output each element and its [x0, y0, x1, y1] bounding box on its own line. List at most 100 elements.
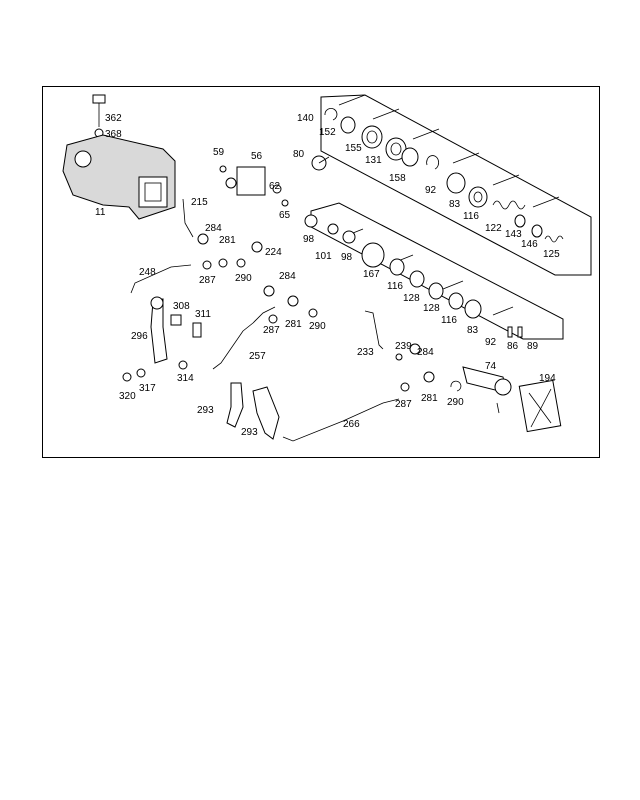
lever-101-icon — [327, 223, 339, 235]
label-320: 320 — [119, 391, 136, 402]
label-368: 368 — [105, 129, 122, 140]
label-257: 257 — [249, 351, 266, 362]
label-287b: 287 — [263, 325, 280, 336]
diagram-frame: 362 368 11 59 56 62 65 80 215 284 281 22… — [42, 86, 600, 458]
label-284a: 284 — [205, 223, 222, 234]
label-215: 215 — [191, 197, 208, 208]
lever-98b-icon — [342, 230, 356, 244]
label-92b: 92 — [485, 337, 497, 348]
label-167: 167 — [363, 269, 380, 280]
gaiter-194-icon — [518, 379, 562, 433]
label-194: 194 — [539, 373, 556, 384]
label-56: 56 — [251, 151, 263, 162]
ring-143-icon — [514, 214, 526, 228]
label-239: 239 — [395, 341, 412, 352]
label-287a: 287 — [199, 275, 216, 286]
label-266: 266 — [343, 419, 360, 430]
lower-tray-parts — [304, 214, 523, 338]
label-311: 311 — [195, 309, 211, 320]
lever-98-icon — [304, 214, 318, 228]
spring-125-icon — [544, 235, 564, 243]
label-308: 308 — [173, 301, 190, 312]
label-317: 317 — [139, 383, 156, 394]
label-65: 65 — [279, 210, 291, 221]
label-146: 146 — [521, 239, 538, 250]
bearing-83b-icon — [464, 299, 482, 319]
key-80 — [311, 155, 330, 171]
part-number-labels: 362 368 11 59 56 62 65 80 215 284 281 22… — [95, 113, 560, 438]
label-62: 62 — [269, 181, 281, 192]
bracket-assembly — [219, 165, 289, 207]
ring-116c-icon — [448, 292, 464, 310]
label-122: 122 — [485, 223, 502, 234]
label-125: 125 — [543, 249, 560, 260]
label-293b: 293 — [241, 427, 258, 438]
upper-tray-parts — [324, 107, 564, 243]
label-290c: 290 — [447, 397, 464, 408]
rod-248-icon — [130, 264, 192, 294]
lever-215-icon — [182, 198, 194, 238]
washer-146-icon — [531, 224, 543, 238]
label-287c: 287 — [395, 399, 412, 410]
label-293a: 293 — [197, 405, 214, 416]
label-284b: 284 — [279, 271, 296, 282]
label-83a: 83 — [449, 199, 461, 210]
bushing-308-icon — [170, 314, 182, 326]
circlip-92-icon — [426, 155, 440, 170]
lever-293a-icon — [226, 382, 244, 428]
label-224: 224 — [265, 247, 282, 258]
label-83b: 83 — [467, 325, 479, 336]
label-155: 155 — [345, 143, 362, 154]
spring-washer-158-icon — [401, 147, 419, 167]
sleeve-167-icon — [361, 242, 385, 268]
label-248: 248 — [139, 267, 156, 278]
label-152: 152 — [319, 127, 336, 138]
spring-128b-icon — [428, 282, 444, 300]
label-92a: 92 — [425, 185, 437, 196]
label-281c: 281 — [421, 393, 438, 404]
label-80: 80 — [293, 149, 305, 160]
label-128b: 128 — [423, 303, 440, 314]
label-143: 143 — [505, 229, 522, 240]
lever-296-icon — [150, 298, 168, 364]
label-86: 86 — [507, 341, 519, 352]
circlip-140-icon — [324, 107, 338, 121]
label-296: 296 — [131, 331, 148, 342]
ring-116b-icon — [389, 258, 405, 276]
ring-116-icon — [468, 186, 488, 208]
label-11: 11 — [95, 207, 106, 218]
label-290a: 290 — [235, 273, 252, 284]
clip-311-icon — [192, 322, 202, 338]
label-281b: 281 — [285, 319, 302, 330]
spring-122-icon — [492, 200, 526, 210]
label-314: 314 — [177, 373, 194, 384]
rod-266-icon — [282, 398, 400, 442]
label-140: 140 — [297, 113, 314, 124]
bracket-233-icon — [364, 310, 384, 350]
label-74: 74 — [485, 361, 497, 372]
label-290b: 290 — [309, 321, 326, 332]
label-284c: 284 — [417, 347, 434, 358]
label-98a: 98 — [303, 234, 315, 245]
bushing-152-icon — [340, 116, 356, 134]
label-116c: 116 — [441, 315, 457, 326]
label-98b: 98 — [341, 252, 353, 263]
label-116b: 116 — [387, 281, 403, 292]
ring-155-icon — [361, 125, 383, 149]
rod-257-icon — [212, 306, 276, 370]
label-131: 131 — [365, 155, 382, 166]
label-158: 158 — [389, 173, 406, 184]
bearing-83-icon — [446, 172, 466, 194]
label-281a: 281 — [219, 235, 236, 246]
label-362: 362 — [105, 113, 122, 124]
shift-housing-11 — [62, 94, 176, 220]
linkage-parts — [122, 198, 562, 442]
label-116a: 116 — [463, 211, 479, 222]
pin-89-icon — [517, 326, 523, 338]
label-101: 101 — [315, 251, 332, 262]
label-59: 59 — [213, 147, 225, 158]
label-89: 89 — [527, 341, 539, 352]
spring-128-icon — [409, 270, 425, 288]
label-128a: 128 — [403, 293, 420, 304]
lever-293b-icon — [252, 386, 280, 440]
